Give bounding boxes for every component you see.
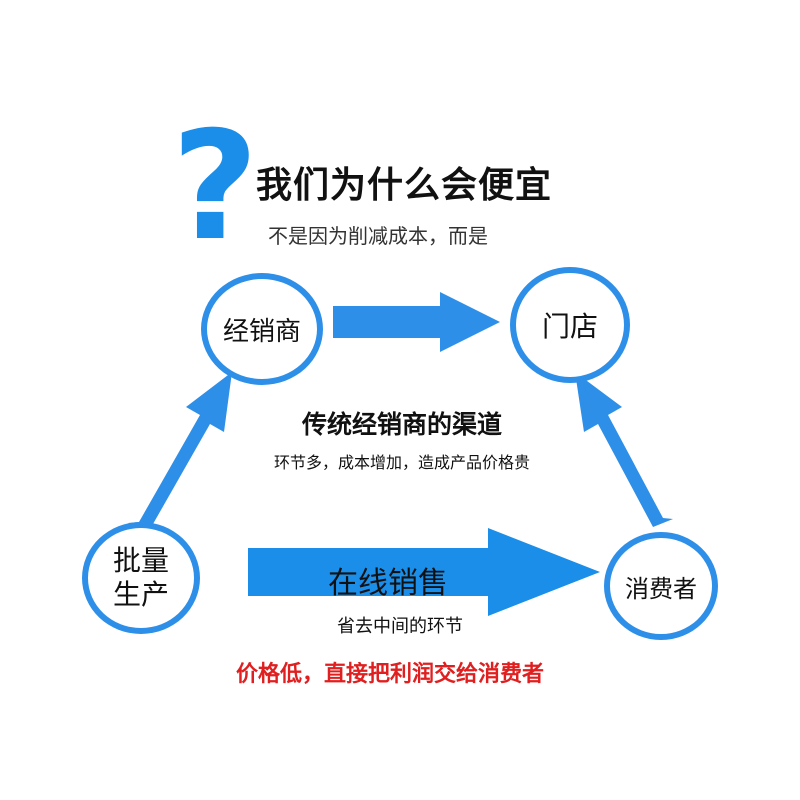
node-dealer-label: 经销商 xyxy=(222,316,301,347)
node-producer-label-line2: 生产 xyxy=(112,578,169,611)
node-dealer: 经销商 xyxy=(201,273,323,385)
arrow-consumer-to-store xyxy=(575,372,673,527)
question-mark-icon: ? xyxy=(171,100,259,274)
node-consumer: 消费者 xyxy=(604,532,718,640)
arrow-producer-to-dealer xyxy=(128,372,232,531)
online-sales-label: 在线销售 xyxy=(328,566,448,601)
page-subtitle: 不是因为削减成本，而是 xyxy=(268,224,488,248)
page-title: 我们为什么会便宜 xyxy=(256,165,553,206)
footer-statement: 价格低，直接把利润交给消费者 xyxy=(235,662,544,687)
node-store: 门店 xyxy=(510,267,630,383)
traditional-channel-title: 传统经销商的渠道 xyxy=(301,410,502,439)
online-sales-subtitle: 省去中间的环节 xyxy=(337,616,463,637)
traditional-channel-subtitle: 环节多，成本增加，造成产品价格贵 xyxy=(273,453,530,472)
node-producer-label-line1: 批量 xyxy=(112,544,169,577)
arrow-online-sales xyxy=(248,528,600,616)
node-consumer-label: 消费者 xyxy=(625,574,697,603)
node-store-label: 门店 xyxy=(541,310,598,343)
node-producer: 批量 生产 xyxy=(82,522,200,634)
arrow-dealer-to-store xyxy=(333,292,500,352)
